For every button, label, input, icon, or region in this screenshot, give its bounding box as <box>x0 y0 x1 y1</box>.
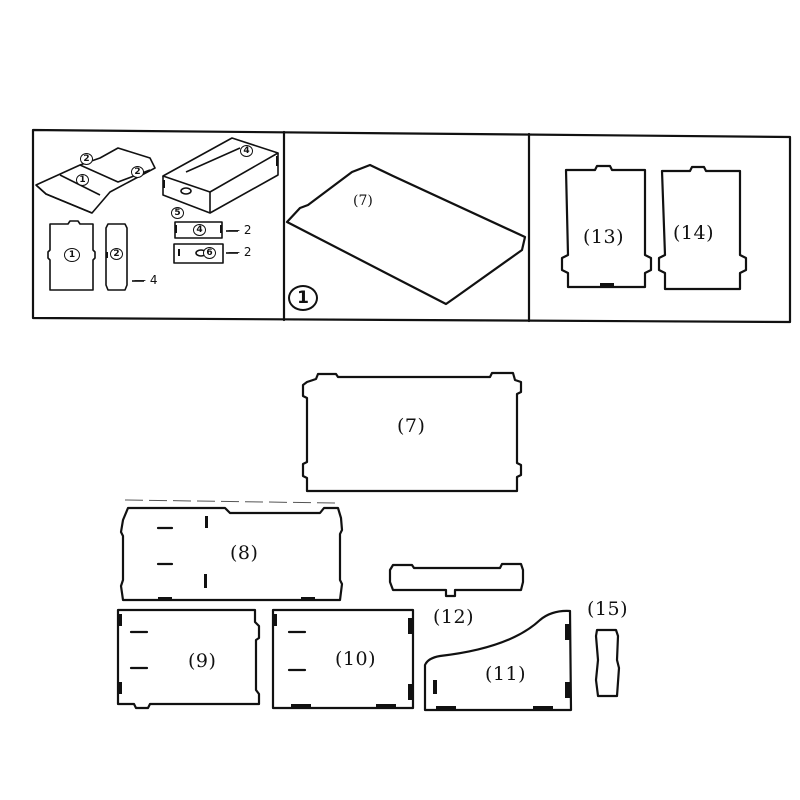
quantity-part6: — 2 <box>228 245 252 259</box>
callout-part-4: 4 <box>193 224 206 236</box>
callout-part-2: 2 <box>80 153 93 165</box>
step-number-badge: 1 <box>288 285 318 311</box>
callout-part-4: 4 <box>240 145 253 157</box>
part12-outline <box>388 562 525 598</box>
part4-flat-piece <box>174 221 223 239</box>
label-part7-isometric: (7) <box>353 193 373 209</box>
label-part12: (12) <box>433 606 475 628</box>
label-part10: (10) <box>335 648 377 670</box>
tray-assembly-sketch <box>35 147 156 214</box>
part9-outline <box>116 608 261 710</box>
callout-part-6: 6 <box>203 247 216 259</box>
top-panel-frame <box>31 128 792 324</box>
drawer-box-sketch <box>162 137 279 214</box>
label-part8: (8) <box>230 542 259 564</box>
label-part14: (14) <box>673 222 715 244</box>
quantity-part4: — 2 <box>228 223 252 237</box>
callout-part-1: 1 <box>76 174 89 186</box>
label-part7: (7) <box>397 415 426 437</box>
part1-flat-piece <box>47 220 96 291</box>
part11-outline <box>423 609 573 712</box>
part15-outline <box>594 628 621 698</box>
callout-part-2: 2 <box>110 248 123 260</box>
callout-part-1: 1 <box>64 248 80 262</box>
label-part13: (13) <box>583 226 625 248</box>
part10-outline <box>271 608 415 710</box>
callout-part-2: 2 <box>131 166 144 178</box>
label-part15: (15) <box>587 598 629 620</box>
part7-outline <box>301 371 523 493</box>
quantity-part2: — 4 <box>134 273 158 287</box>
label-part9: (9) <box>188 650 217 672</box>
callout-part-5: 5 <box>171 207 184 219</box>
label-part11: (11) <box>485 663 527 685</box>
part8-outline <box>119 499 344 602</box>
part7-isometric <box>285 163 527 306</box>
part13-outline <box>560 164 653 289</box>
part14-outline <box>657 165 748 291</box>
part2-flat-piece <box>105 223 128 291</box>
leader-lines <box>132 230 238 282</box>
